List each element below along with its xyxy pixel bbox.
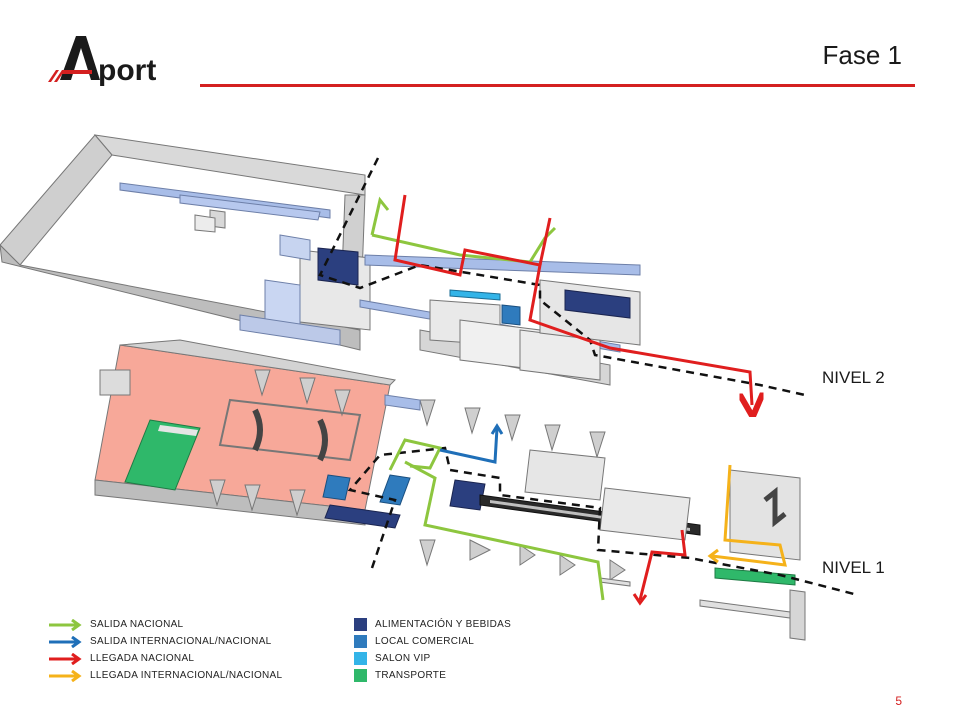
- legend-areas: ALIMENTACIÓN Y BEBIDAS LOCAL COMERCIAL S…: [354, 616, 511, 684]
- commercial-swatch: [354, 635, 367, 648]
- food-swatch: [354, 618, 367, 631]
- legend-item-transporte: TRANSPORTE: [354, 667, 511, 684]
- level-1-label: NIVEL 1: [822, 558, 885, 577]
- legend-label: TRANSPORTE: [375, 670, 447, 681]
- legend-item-llegada-nacional: LLEGADA NACIONAL: [48, 650, 282, 667]
- yellow-arrow-icon: [49, 669, 82, 682]
- level-1-floorplan: [94, 339, 859, 641]
- transport-swatch: [354, 669, 367, 682]
- legend-label: LLEGADA INTERNACIONAL/NACIONAL: [90, 670, 283, 681]
- level-2-floorplan: [0, 134, 806, 405]
- legend-item-salon-vip: SALON VIP: [354, 650, 511, 667]
- legend-label: LLEGADA NACIONAL: [90, 653, 195, 664]
- page-title: Fase 1: [822, 40, 903, 70]
- legend-item-local-comercial: LOCAL COMERCIAL: [354, 633, 511, 650]
- aport-logo: port: [42, 30, 172, 90]
- legend-item-alimentacion: ALIMENTACIÓN Y BEBIDAS: [354, 616, 511, 633]
- level-2-label: NIVEL 2: [822, 368, 885, 387]
- svg-text:port: port: [98, 54, 156, 87]
- red-arrow-icon: [49, 652, 82, 665]
- legend-label: LOCAL COMERCIAL: [375, 636, 475, 647]
- legend-label: ALIMENTACIÓN Y BEBIDAS: [375, 619, 512, 630]
- green-arrow-icon: [49, 618, 82, 631]
- vip-swatch: [354, 652, 367, 665]
- legend-item-salida-nacional: SALIDA NACIONAL: [48, 616, 282, 633]
- legend-item-salida-internacional: SALIDA INTERNACIONAL/NACIONAL: [48, 633, 282, 650]
- legend-routes: SALIDA NACIONAL SALIDA INTERNACIONAL/NAC…: [48, 616, 282, 684]
- legend-label: SALIDA NACIONAL: [90, 619, 184, 630]
- blue-arrow-icon: [49, 635, 82, 648]
- legend-label: SALIDA INTERNACIONAL/NACIONAL: [90, 636, 272, 647]
- title-divider: [200, 84, 915, 87]
- legend-label: SALON VIP: [375, 653, 431, 664]
- page-number: 5: [895, 694, 902, 708]
- legend-item-llegada-internacional: LLEGADA INTERNACIONAL/NACIONAL: [48, 667, 282, 684]
